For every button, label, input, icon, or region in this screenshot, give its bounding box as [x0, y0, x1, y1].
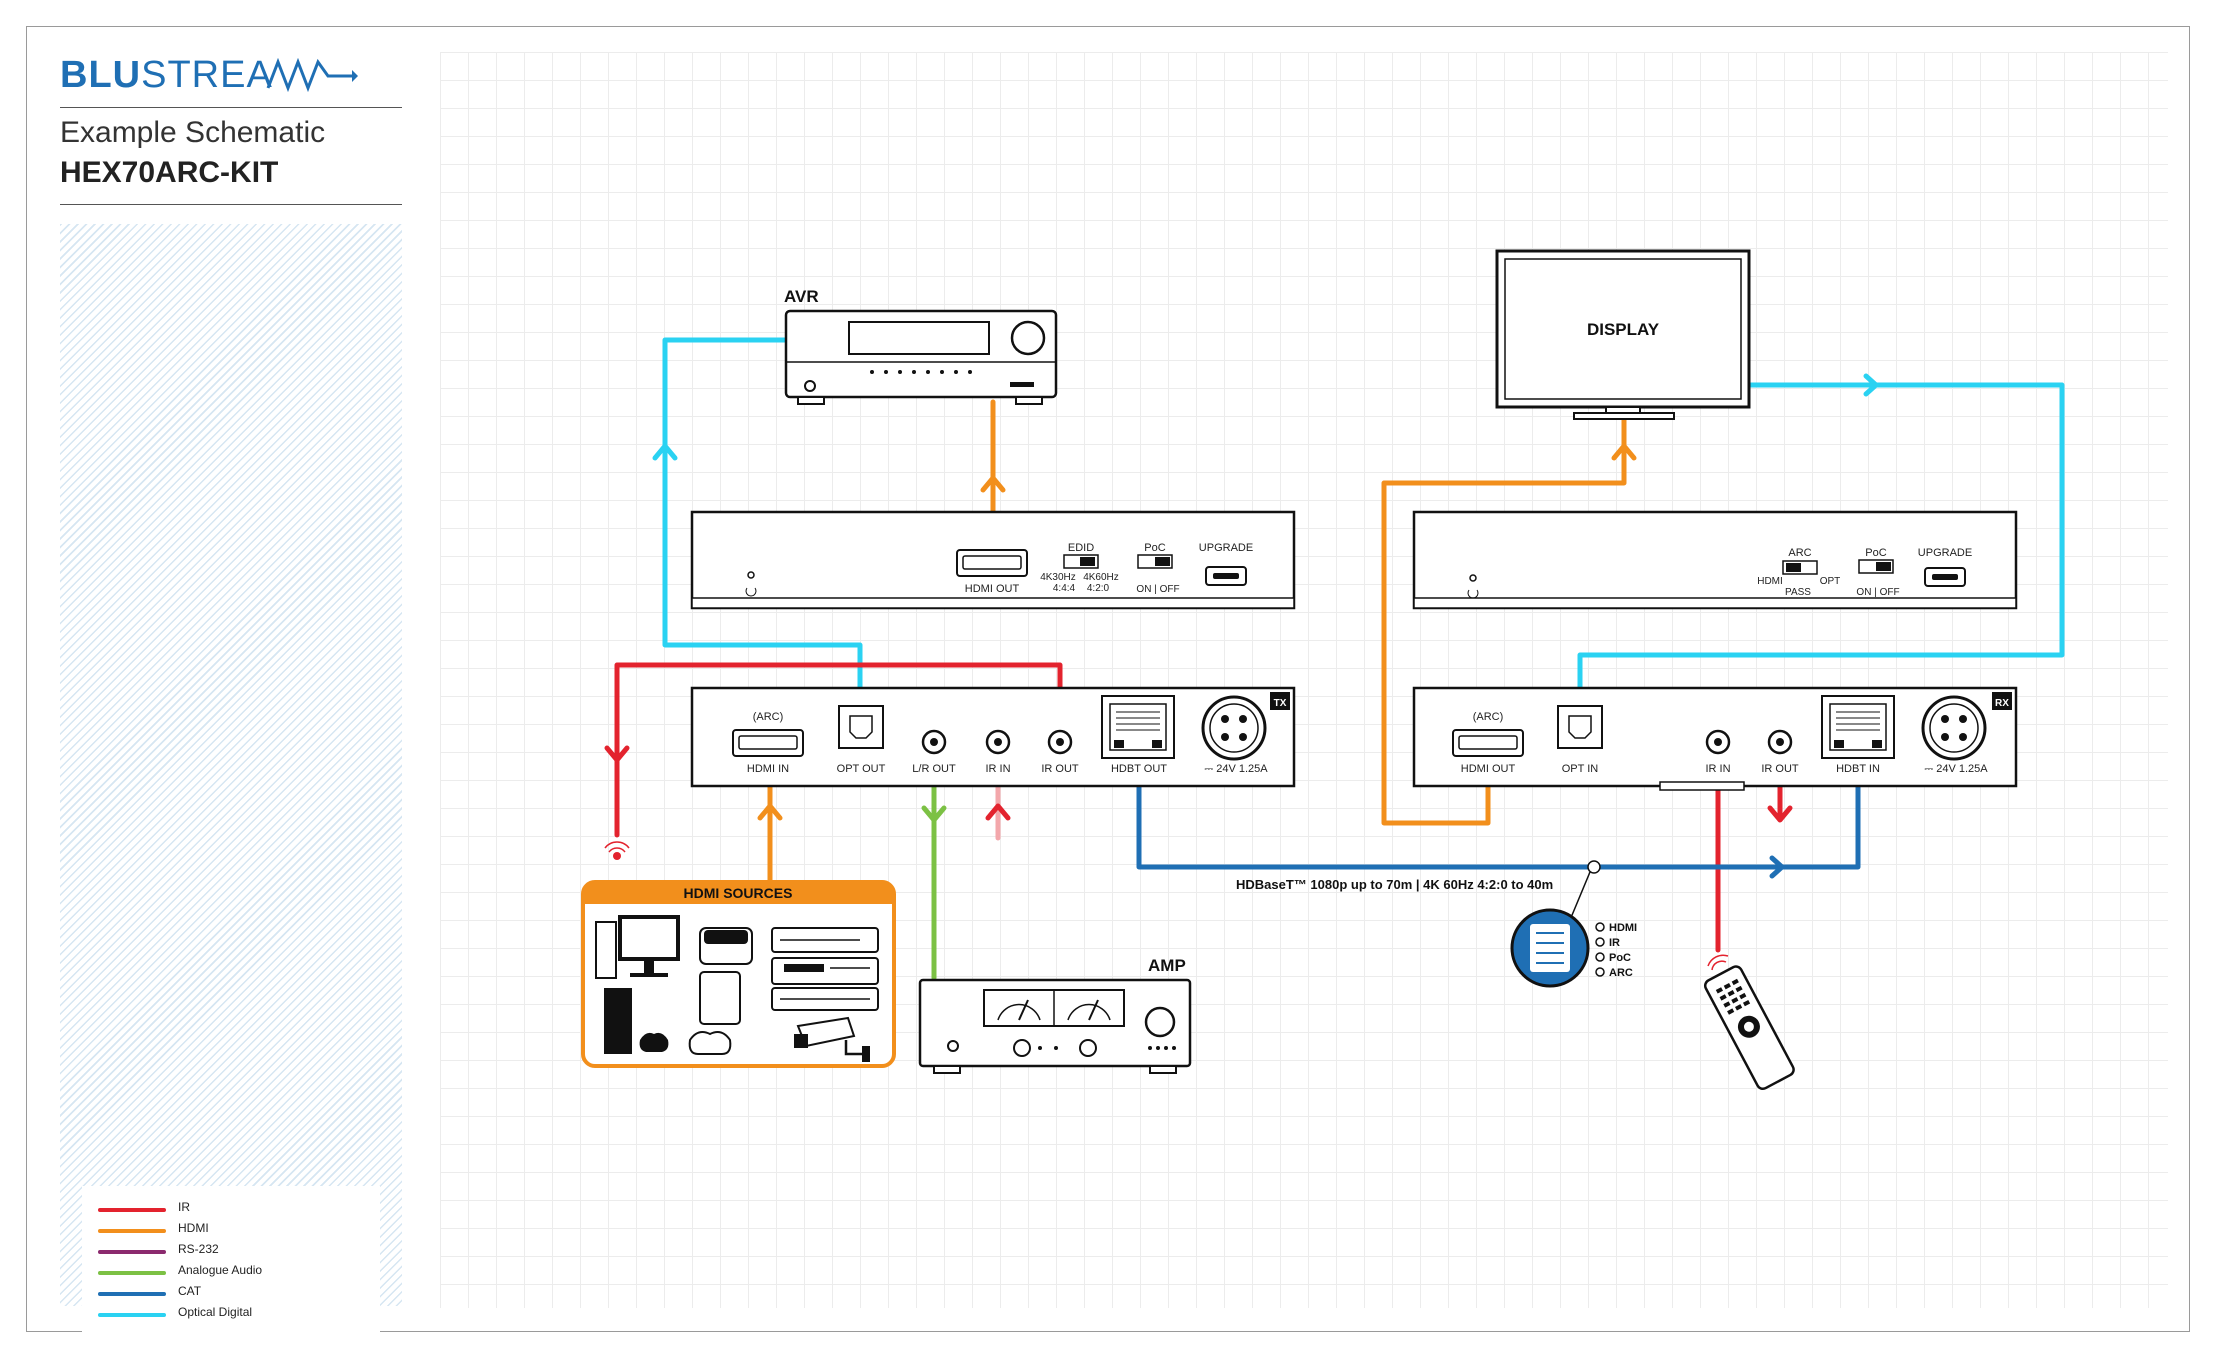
tx-edid-left2: 4:4:4: [1053, 583, 1076, 594]
tx-arc-label: (ARC): [753, 711, 784, 723]
tx-edid-label: EDID: [1068, 542, 1094, 554]
remote-ir-signal-icon: [1707, 954, 1729, 971]
tx-edid-left: 4K30Hz: [1040, 572, 1076, 583]
rx-poc-label: PoC: [1865, 547, 1886, 559]
display-label: DISPLAY: [1587, 320, 1660, 339]
source-pc-icon: [595, 915, 680, 979]
optical-arrow-right: [1863, 373, 1879, 397]
page-frame: [26, 26, 2190, 1332]
rx-ir-out-label: IR OUT: [1761, 763, 1799, 775]
logo-wave-icon: [266, 58, 358, 93]
rx-rear-panel: [1412, 686, 2018, 791]
hdmi-arrow-up-avr: [980, 475, 1006, 493]
hdmi-arrow-up-display: [1611, 443, 1637, 461]
rx-ir-in-label: IR IN: [1705, 763, 1730, 775]
amp-device: [918, 978, 1192, 1074]
ir-arrow-down-tx: [604, 745, 630, 763]
page-title: HEX70ARC-KIT: [60, 156, 279, 189]
analogue-arrow-down: [921, 805, 947, 823]
optical-arrow-up: [652, 443, 678, 461]
logo-text-bold: BLU: [60, 54, 142, 96]
tx-tag: TX: [1274, 698, 1287, 709]
cat-callout-arc: ARC: [1609, 967, 1633, 979]
diagram-grid: [440, 52, 2168, 1308]
ir-arrow-down-rx-out: [1767, 805, 1793, 823]
rx-hdbt-in-label: HDBT IN: [1836, 763, 1880, 775]
rx-arc-label: ARC: [1788, 547, 1811, 559]
rx-arc-rear-label: (ARC): [1473, 711, 1504, 723]
rx-hdmi-out-label: HDMI OUT: [1461, 763, 1516, 775]
ir-emitter-icon: [604, 841, 630, 860]
rx-poc-state: ON | OFF: [1856, 587, 1899, 598]
rx-front-panel: [1412, 510, 2018, 610]
tx-front-panel: [690, 510, 1296, 610]
tx-rear-panel: [690, 686, 1296, 788]
hdmi-arrow-up-sources: [757, 803, 783, 821]
cat-cable-tx-rx: [1136, 755, 1861, 870]
rx-arc-hdmi: HDMI: [1757, 576, 1783, 587]
tx-ir-in-label: IR IN: [985, 763, 1010, 775]
source-cctv-camera-icon: [794, 1016, 870, 1062]
tx-poc-state: ON | OFF: [1136, 584, 1179, 595]
tx-hdmi-out-label: HDMI OUT: [965, 583, 1020, 595]
cat-callout-anchor: [1587, 860, 1601, 874]
rx-arc-opt: OPT: [1820, 576, 1841, 587]
logo-text-rest: STREA: [141, 54, 273, 96]
tx-hdbt-out-label: HDBT OUT: [1111, 763, 1167, 775]
tx-ir-out-label: IR OUT: [1041, 763, 1079, 775]
cat-arrow-right: [1769, 855, 1785, 879]
tx-hdmi-in-label: HDMI IN: [747, 763, 789, 775]
legend: IR HDMI RS-232 Analogue Audio CAT Optica…: [82, 1186, 380, 1336]
cat-callout-icon: [1510, 908, 1590, 988]
tx-opt-out-label: OPT OUT: [837, 763, 886, 775]
source-apple-tv-icon: [699, 927, 753, 965]
tx-edid-right2: 4:2:0: [1087, 583, 1110, 594]
tx-poc-label: PoC: [1144, 542, 1165, 554]
header-divider-2: [60, 204, 402, 205]
rx-power-label: ⎓ 24V 1.25A: [1924, 763, 1988, 775]
source-set-top-box-icon: [771, 927, 879, 1011]
display-device: [1495, 249, 1751, 420]
ir-arrow-up-tx-in: [985, 803, 1011, 821]
rx-arc-pass: PASS: [1785, 587, 1811, 598]
blustream-logo: BLUSTREA: [60, 52, 360, 98]
cat-callout-hdmi: HDMI: [1609, 922, 1637, 934]
tx-edid-right: 4K60Hz: [1083, 572, 1119, 583]
amp-label: AMP: [1148, 956, 1186, 975]
amp-buttons: [1038, 1046, 1176, 1050]
hdbaset-label: HDBaseT™ 1080p up to 70m | 4K 60Hz 4:2:0…: [1236, 877, 1553, 892]
rx-tag: RX: [1995, 698, 2009, 709]
optical-cable-display-rx: [1577, 382, 2065, 713]
avr-buttons: [870, 370, 1034, 387]
hdmi-sources-label: HDMI SOURCES: [684, 885, 793, 901]
header-divider: [60, 107, 402, 108]
rx-opt-in-label: OPT IN: [1562, 763, 1599, 775]
source-gaming-console-icon: [604, 971, 741, 1055]
tx-upgrade-label: UPGRADE: [1199, 542, 1253, 554]
page-subtitle: Example Schematic: [60, 116, 326, 149]
tx-power-label: ⎓ 24V 1.25A: [1204, 763, 1268, 775]
sidebar-hatch-panel: [60, 224, 402, 1306]
avr-device: [784, 309, 1058, 405]
tx-lr-out-label: L/R OUT: [912, 763, 956, 775]
avr-label: AVR: [784, 287, 819, 306]
cat-callout-poc: PoC: [1609, 952, 1631, 964]
remote-control-icon: [1703, 965, 1795, 1091]
hdmi-cable-rx-display: [1381, 417, 1627, 826]
cat-callout-ir: IR: [1609, 937, 1620, 949]
rx-upgrade-label: UPGRADE: [1918, 547, 1972, 559]
